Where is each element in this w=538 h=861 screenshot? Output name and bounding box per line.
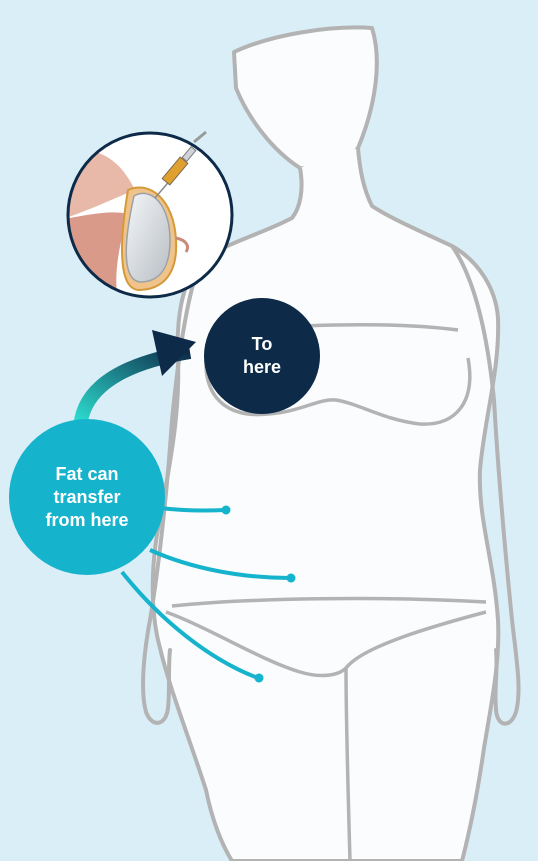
source-dot-flank (287, 574, 296, 583)
source-badge-line1: Fat can (45, 463, 128, 486)
source-badge-line3: from here (45, 509, 128, 532)
source-dot-abdomen (222, 506, 231, 515)
target-badge: To here (204, 298, 320, 414)
source-badge: Fat can transfer from here (9, 419, 165, 575)
source-line-abdomen (160, 508, 225, 511)
target-badge-line1: To (243, 333, 281, 356)
target-badge-line2: here (243, 356, 281, 379)
head-outline (234, 27, 377, 169)
source-badge-line2: transfer (45, 486, 128, 509)
source-dot-thigh (255, 674, 264, 683)
